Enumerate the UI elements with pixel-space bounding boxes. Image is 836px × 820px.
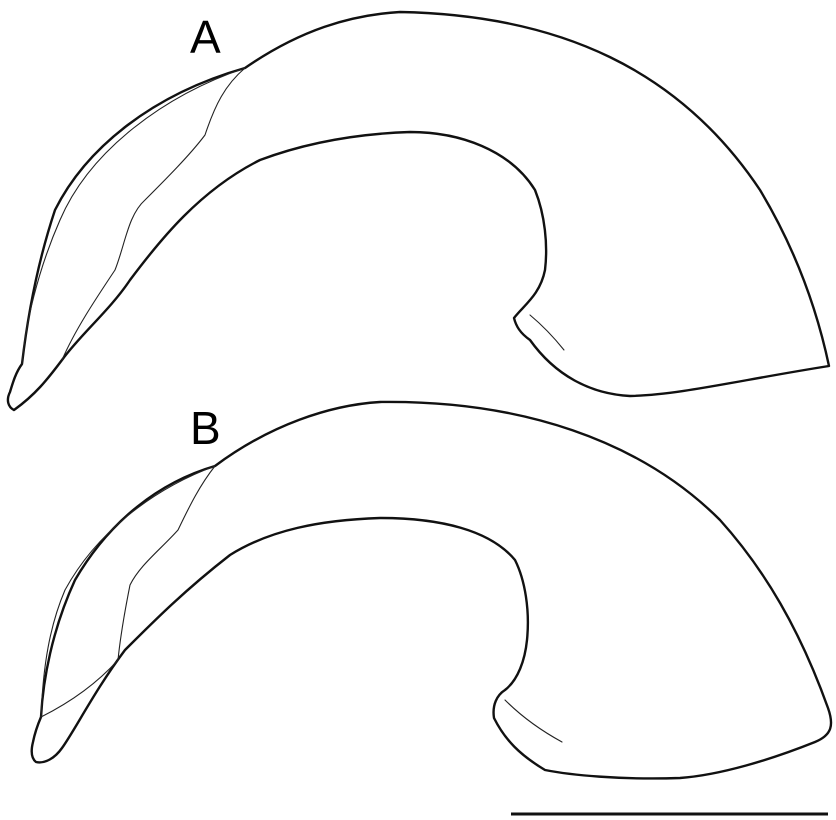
- inner-ridge-b-left: [40, 465, 216, 718]
- panel-label-b: B: [190, 402, 221, 454]
- notch-line-b: [504, 699, 563, 743]
- inner-ridge-a-left: [21, 67, 246, 365]
- notch-line-a: [529, 314, 565, 351]
- panel-a: A: [6, 10, 831, 412]
- structure-outline-a: [6, 10, 831, 412]
- panel-label-a: A: [190, 11, 221, 63]
- inner-ridge-b: [40, 465, 216, 718]
- panel-b: B: [30, 400, 833, 780]
- structure-outline-b: [30, 400, 833, 780]
- inner-ridge-a: [61, 67, 246, 361]
